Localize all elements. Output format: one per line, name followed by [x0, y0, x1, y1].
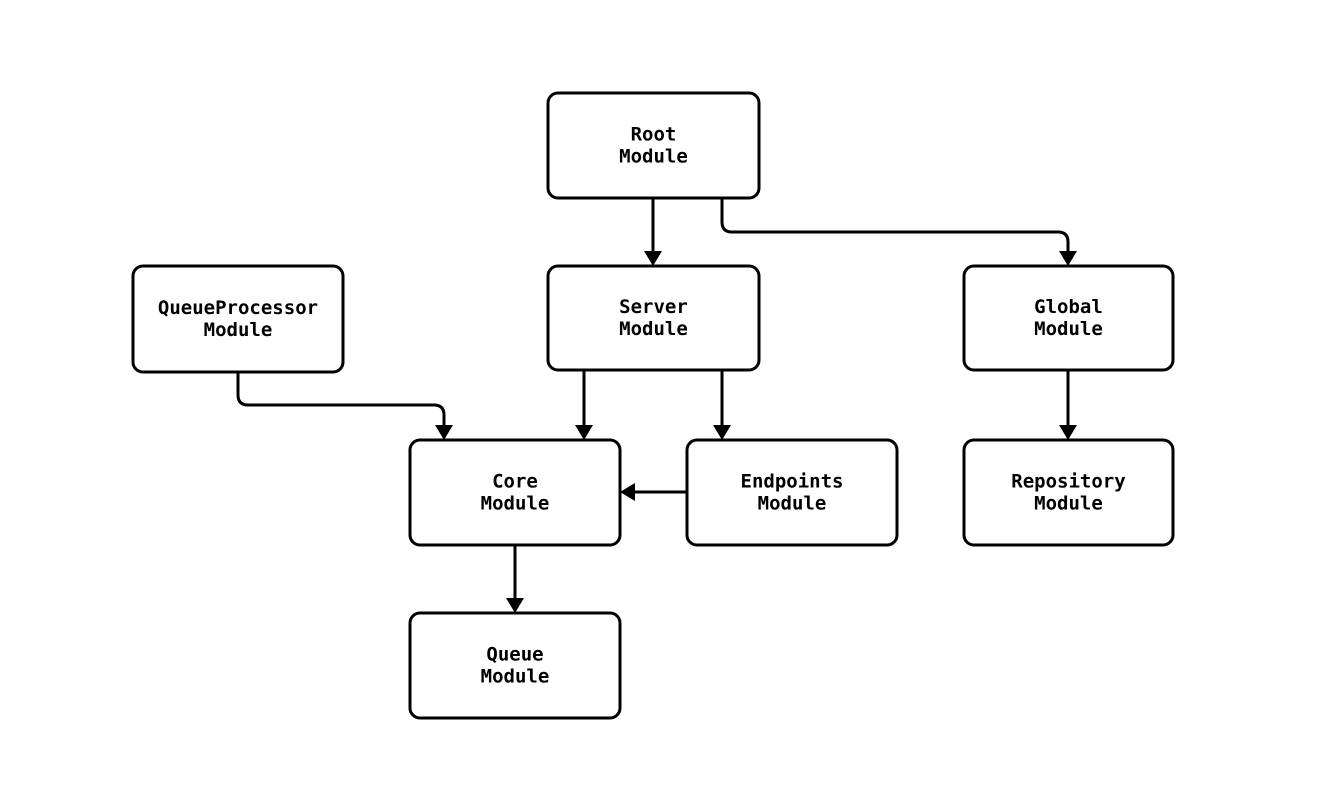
node-label-line2-endpoints: Module [758, 492, 827, 514]
node-box-global[interactable] [962, 264, 1175, 372]
node-label-line2-global: Module [1034, 318, 1103, 340]
node-box-endpoints[interactable] [685, 438, 899, 547]
edge-queueprocessor-to-core [236, 372, 453, 440]
arrowhead-icon-root-to-server [644, 251, 662, 266]
node-label-line1-repository: Repository [1011, 470, 1125, 492]
edge-global-to-repository [1059, 370, 1077, 440]
node-label-line2-core: Module [481, 492, 550, 514]
node-label-line1-root: Root [631, 123, 677, 145]
arrowhead-icon-root-to-global [1059, 251, 1077, 266]
arrowhead-icon-endpoints-to-core [620, 483, 635, 501]
node-box-core[interactable] [408, 438, 622, 547]
node-label-line1-queueprocessor: QueueProcessor [158, 297, 318, 319]
node-label-line2-repository: Module [1034, 492, 1103, 514]
node-label-line1-global: Global [1034, 296, 1103, 318]
node-box-queueprocessor[interactable] [131, 264, 345, 374]
edge-core-to-queue [506, 545, 524, 613]
arrowhead-icon-global-to-repository [1059, 425, 1077, 440]
edge-root-to-server [644, 198, 662, 266]
node-label-line1-endpoints: Endpoints [741, 470, 844, 492]
arrowhead-icon-server-to-endpoints [713, 425, 731, 440]
node-box-queue[interactable] [408, 611, 622, 720]
node-box-root[interactable] [546, 91, 761, 200]
edge-server-to-endpoints [713, 370, 731, 440]
node-label-line2-server: Module [619, 318, 688, 340]
node-label-line2-root: Module [619, 145, 688, 167]
edge-root-to-global [720, 198, 1077, 266]
edge-line-root-to-global [720, 198, 1070, 252]
node-label-line2-queue: Module [481, 665, 550, 687]
node-box-server[interactable] [546, 264, 761, 372]
arrowhead-icon-core-to-queue [506, 598, 524, 613]
edge-endpoints-to-core [620, 483, 687, 501]
node-label-line1-queue: Queue [486, 643, 543, 665]
edge-server-to-core [575, 370, 593, 440]
arrowhead-icon-server-to-core [575, 425, 593, 440]
node-label-line1-core: Core [492, 470, 538, 492]
edges-layer [236, 198, 1077, 613]
node-box-repository[interactable] [962, 438, 1175, 547]
arrowhead-icon-queueprocessor-to-core [435, 425, 453, 440]
edge-line-queueprocessor-to-core [236, 372, 446, 426]
node-label-line2-queueprocessor: Module [204, 319, 273, 341]
node-label-line1-server: Server [619, 296, 688, 318]
